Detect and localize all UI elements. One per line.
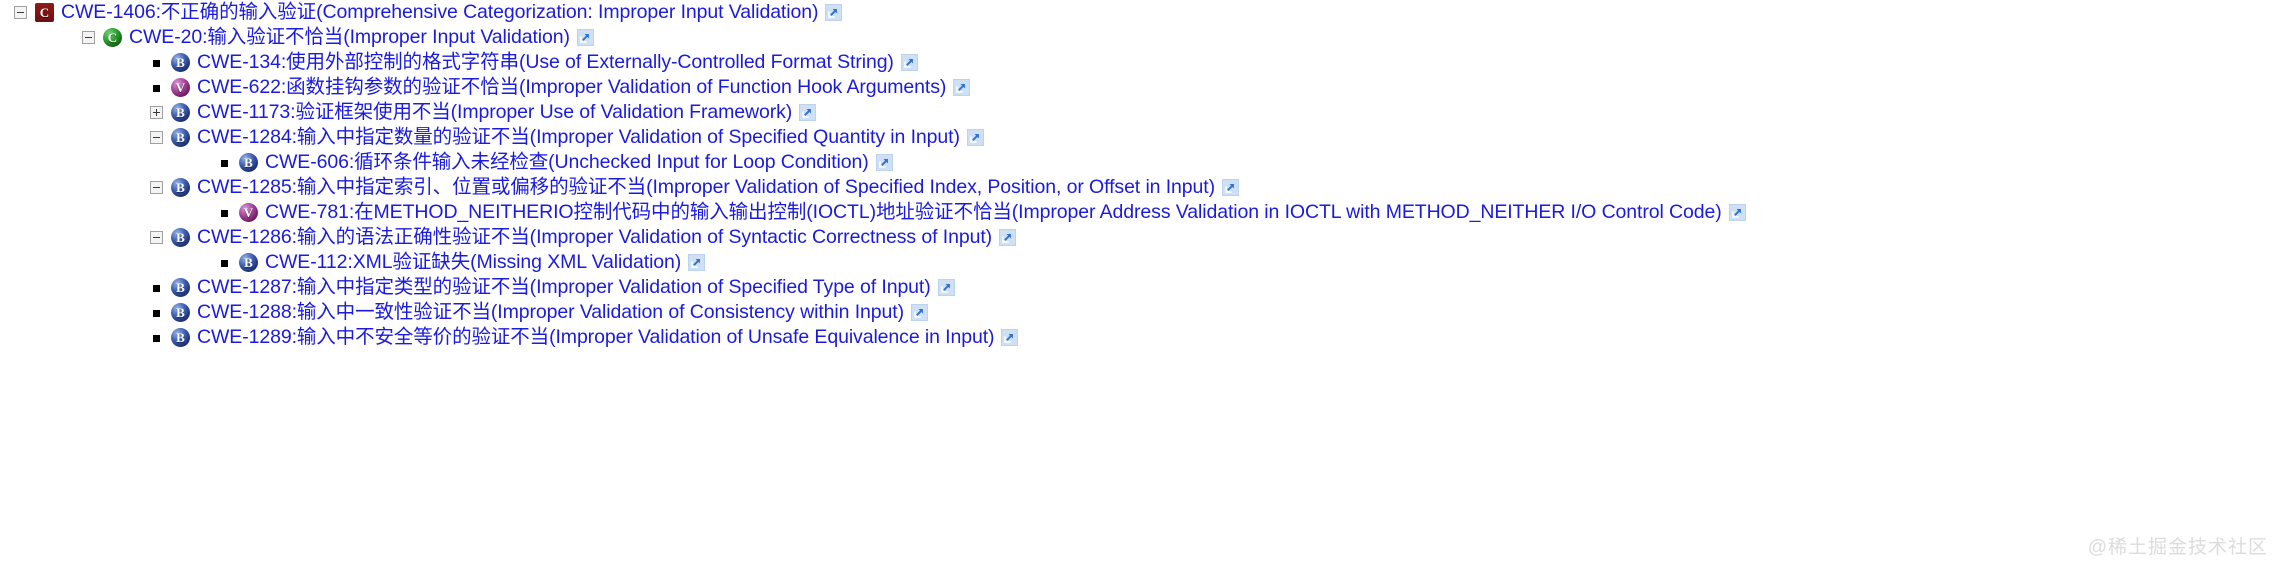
external-link-icon[interactable] (825, 4, 843, 21)
square-bullet-icon (150, 56, 163, 69)
tree-item-label[interactable]: CWE-1173:验证框架使用不当(Improper Use of Valida… (197, 101, 793, 123)
tree-row: V CWE-622:函数挂钩参数的验证不恰当(Improper Validatio… (0, 75, 2284, 100)
minus-toggle-icon[interactable] (150, 131, 163, 144)
class-badge: C (103, 28, 122, 47)
external-link-icon[interactable] (688, 254, 706, 271)
base-badge: B (171, 228, 190, 247)
external-link-icon[interactable] (576, 29, 594, 46)
base-badge: B (171, 278, 190, 297)
tree-item-label[interactable]: CWE-781:在METHOD_NEITHERIO控制代码中的输入输出控制(IO… (265, 201, 1722, 223)
tree-row: B CWE-1288:输入中一致性验证不当(Improper Validation… (0, 300, 2284, 325)
base-badge: B (171, 128, 190, 147)
tree-row: B CWE-1289:输入中不安全等价的验证不当(Improper Validat… (0, 325, 2284, 350)
square-bullet-icon (150, 81, 163, 94)
tree-item-label[interactable]: CWE-1284:输入中指定数量的验证不当(Improper Validatio… (197, 126, 960, 148)
category-badge: C (35, 3, 54, 22)
tree-item-label[interactable]: CWE-112:XML验证缺失(Missing XML Validation) (265, 251, 682, 273)
external-link-icon[interactable] (875, 154, 893, 171)
external-link-icon[interactable] (1001, 329, 1019, 346)
base-badge: B (239, 253, 258, 272)
tree-row: B CWE-1286:输入的语法正确性验证不当(Improper Validati… (0, 225, 2284, 250)
base-badge: B (171, 303, 190, 322)
square-bullet-icon (218, 156, 231, 169)
tree-item-label[interactable]: CWE-1406:不正确的输入验证(Comprehensive Categori… (61, 1, 819, 23)
tree-row: B CWE-112:XML验证缺失(Missing XML Validation) (0, 250, 2284, 275)
external-link-icon[interactable] (799, 104, 817, 121)
tree-row: B CWE-1173:验证框架使用不当(Improper Use of Valid… (0, 100, 2284, 125)
square-bullet-icon (150, 331, 163, 344)
square-bullet-icon (150, 281, 163, 294)
tree-item-label[interactable]: CWE-134:使用外部控制的格式字符串(Use of Externally-C… (197, 51, 894, 73)
tree-item-label[interactable]: CWE-1286:输入的语法正确性验证不当(Improper Validatio… (197, 226, 993, 248)
tree-item-label[interactable]: CWE-1287:输入中指定类型的验证不当(Improper Validatio… (197, 276, 931, 298)
tree-row: B CWE-1284:输入中指定数量的验证不当(Improper Validati… (0, 125, 2284, 150)
external-link-icon[interactable] (937, 279, 955, 296)
square-bullet-icon (218, 256, 231, 269)
tree-row: B CWE-134:使用外部控制的格式字符串(Use of Externally-… (0, 50, 2284, 75)
external-link-icon[interactable] (1222, 179, 1240, 196)
tree-row: V CWE-781:在METHOD_NEITHERIO控制代码中的输入输出控制(I… (0, 200, 2284, 225)
tree-item-label[interactable]: CWE-1285:输入中指定索引、位置或偏移的验证不当(Improper Val… (197, 176, 1216, 198)
base-badge: B (171, 53, 190, 72)
tree-item-label[interactable]: CWE-1288:输入中一致性验证不当(Improper Validation … (197, 301, 904, 323)
external-link-icon[interactable] (1728, 204, 1746, 221)
external-link-icon[interactable] (953, 79, 971, 96)
external-link-icon[interactable] (999, 229, 1017, 246)
tree-item-label[interactable]: CWE-1289:输入中不安全等价的验证不当(Improper Validati… (197, 326, 995, 348)
cwe-hierarchy-tree: C CWE-1406:不正确的输入验证(Comprehensive Categor… (0, 0, 2284, 350)
external-link-icon[interactable] (966, 129, 984, 146)
tree-item-label[interactable]: CWE-622:函数挂钩参数的验证不恰当(Improper Validation… (197, 76, 947, 98)
square-bullet-icon (150, 306, 163, 319)
base-badge: B (171, 103, 190, 122)
tree-row: B CWE-1287:输入中指定类型的验证不当(Improper Validati… (0, 275, 2284, 300)
minus-toggle-icon[interactable] (82, 31, 95, 44)
minus-toggle-icon[interactable] (150, 231, 163, 244)
external-link-icon[interactable] (900, 54, 918, 71)
variant-badge: V (171, 78, 190, 97)
plus-toggle-icon[interactable] (150, 106, 163, 119)
minus-toggle-icon[interactable] (14, 6, 27, 19)
tree-item-label[interactable]: CWE-606:循环条件输入未经检查(Unchecked Input for L… (265, 151, 869, 173)
base-badge: B (171, 328, 190, 347)
tree-row: C CWE-20:输入验证不恰当(Improper Input Validatio… (0, 25, 2284, 50)
base-badge: B (239, 153, 258, 172)
watermark: @稀土掘金技术社区 (2087, 537, 2268, 558)
base-badge: B (171, 178, 190, 197)
minus-toggle-icon[interactable] (150, 181, 163, 194)
variant-badge: V (239, 203, 258, 222)
tree-row: B CWE-606:循环条件输入未经检查(Unchecked Input for … (0, 150, 2284, 175)
tree-row: B CWE-1285:输入中指定索引、位置或偏移的验证不当(Improper Va… (0, 175, 2284, 200)
tree-item-label[interactable]: CWE-20:输入验证不恰当(Improper Input Validation… (129, 26, 570, 48)
external-link-icon[interactable] (911, 304, 928, 321)
square-bullet-icon (218, 206, 231, 219)
tree-row: C CWE-1406:不正确的输入验证(Comprehensive Categor… (0, 0, 2284, 25)
